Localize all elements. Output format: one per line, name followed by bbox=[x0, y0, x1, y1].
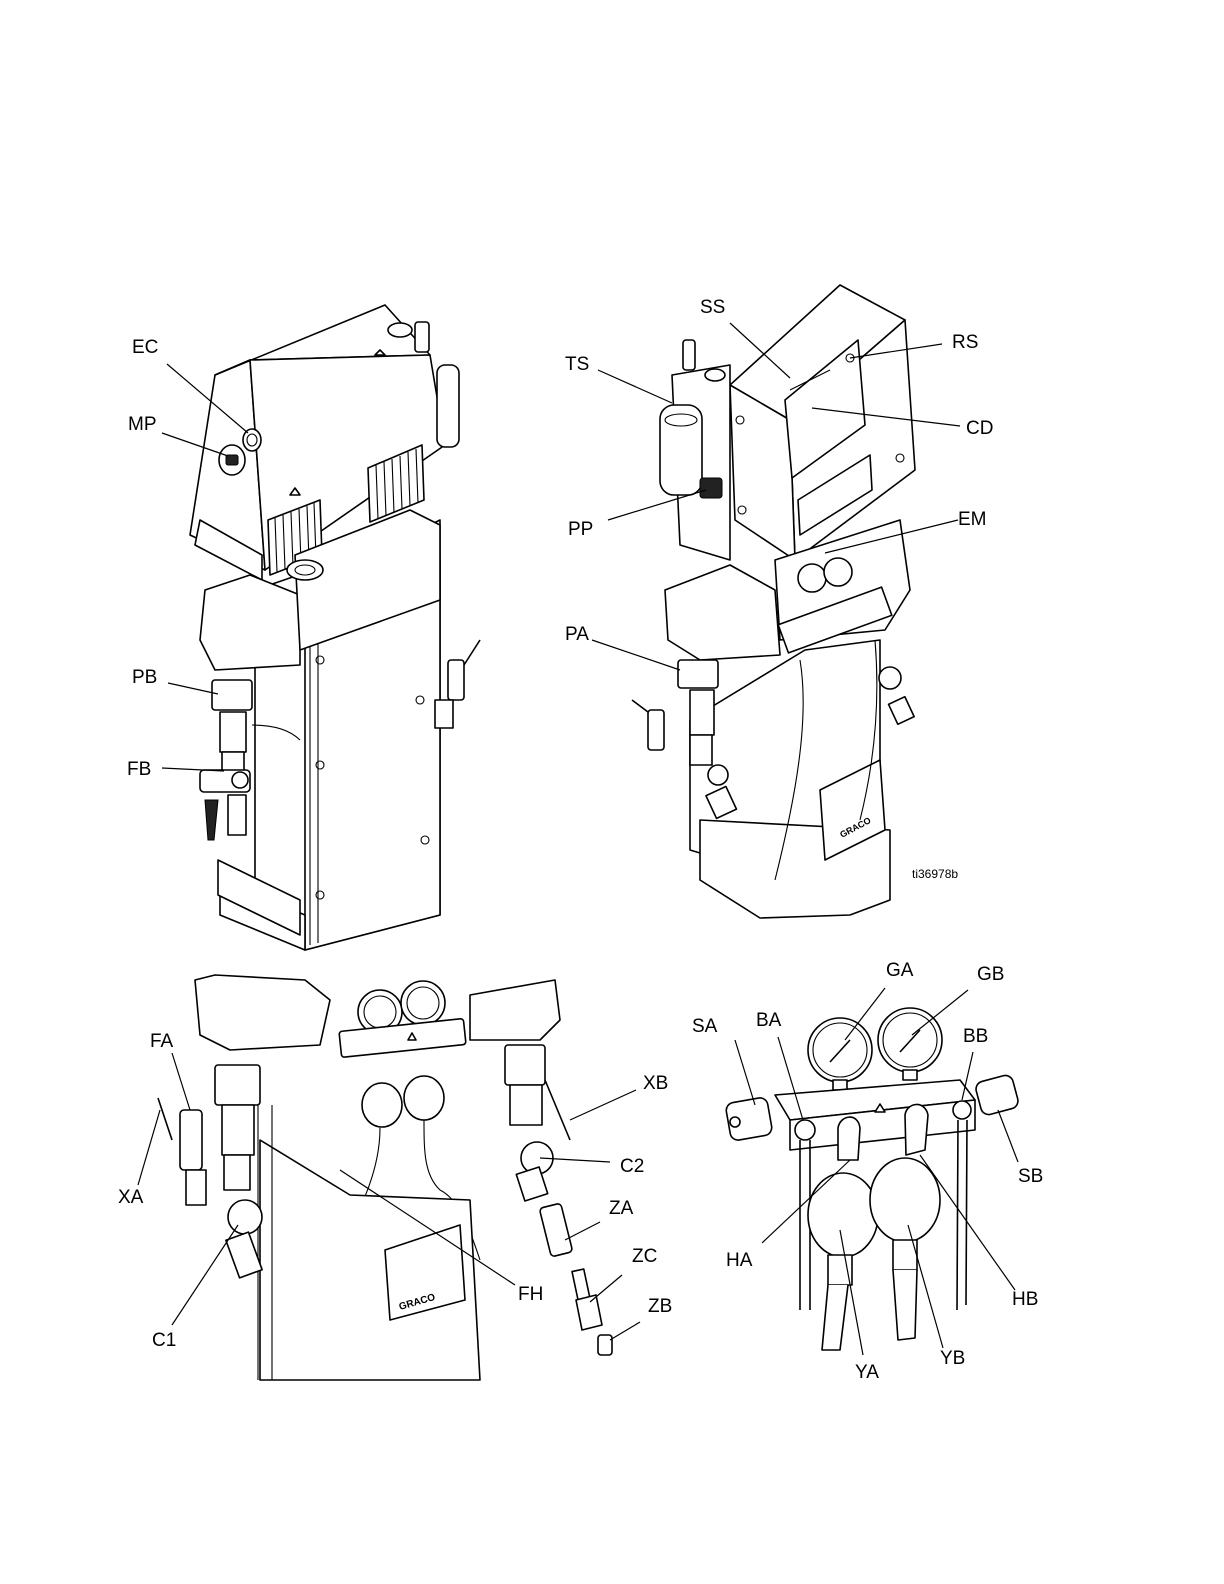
detail-valve-xa bbox=[158, 1098, 206, 1205]
callout-fa: FA bbox=[150, 1031, 174, 1052]
detail-gauge-b bbox=[401, 981, 445, 1025]
detail-gauge-c2 bbox=[516, 1142, 553, 1201]
front-pressure-gauge-b bbox=[879, 667, 914, 724]
valve-sb-icon bbox=[974, 1074, 1020, 1117]
figure-id: ti36978b bbox=[912, 867, 958, 881]
detail-pump-a bbox=[215, 1065, 260, 1190]
fluid-detail-view: GRACO bbox=[158, 975, 612, 1380]
callout-sa: SA bbox=[692, 1016, 718, 1037]
callout-bb: BB bbox=[963, 1026, 988, 1047]
rear-inlet-valve bbox=[435, 640, 480, 728]
filter-plug-icon bbox=[598, 1335, 612, 1355]
hose-fitting-ha-icon bbox=[838, 1117, 860, 1160]
callout-c2: C2 bbox=[620, 1156, 644, 1177]
manifold-detail-view bbox=[725, 1008, 1020, 1350]
strainer-screen-icon bbox=[539, 1203, 572, 1257]
callout-sb: SB bbox=[1018, 1166, 1043, 1187]
rear-filter-b bbox=[200, 770, 250, 840]
callout-ba: BA bbox=[756, 1010, 782, 1031]
valve-sa-icon bbox=[725, 1097, 773, 1142]
heater-ya-icon bbox=[808, 1173, 878, 1350]
callout-zc: ZC bbox=[632, 1246, 657, 1267]
callout-zb: ZB bbox=[648, 1296, 672, 1317]
callout-cd: CD bbox=[966, 418, 993, 439]
callout-fb: FB bbox=[127, 759, 151, 780]
callout-ha: HA bbox=[726, 1250, 753, 1271]
main-power-switch-icon bbox=[219, 445, 245, 475]
callout-pp: PP bbox=[568, 519, 593, 540]
rear-view bbox=[190, 305, 480, 950]
gauge-a-icon bbox=[808, 1018, 872, 1090]
pressure-port-icon bbox=[700, 478, 722, 498]
callout-mp: MP bbox=[128, 414, 157, 435]
temperature-sensor-icon bbox=[660, 405, 702, 495]
callout-yb: YB bbox=[940, 1348, 965, 1369]
callout-fh: FH bbox=[518, 1284, 543, 1305]
control-box bbox=[730, 285, 915, 560]
detail-gauge-c1 bbox=[226, 1200, 262, 1278]
cable-gland-icon bbox=[243, 429, 261, 451]
callout-c1: C1 bbox=[152, 1330, 176, 1351]
callout-ec: EC bbox=[132, 337, 158, 358]
callout-hb: HB bbox=[1012, 1289, 1038, 1310]
callout-pb: PB bbox=[132, 667, 157, 688]
heater-yb-icon bbox=[870, 1158, 940, 1340]
callout-pa: PA bbox=[565, 624, 589, 645]
detail-pump-b bbox=[505, 1045, 570, 1140]
callout-ss: SS bbox=[700, 297, 725, 318]
front-pump-a bbox=[678, 660, 718, 765]
callout-gb: GB bbox=[977, 964, 1004, 985]
callout-em: EM bbox=[958, 509, 987, 530]
callout-ya: YA bbox=[855, 1362, 879, 1383]
callout-ga: GA bbox=[886, 960, 914, 981]
callout-xb: XB bbox=[643, 1073, 668, 1094]
callout-xa: XA bbox=[118, 1187, 144, 1208]
callout-rs: RS bbox=[952, 332, 978, 353]
callout-za: ZA bbox=[609, 1198, 634, 1219]
callout-ts: TS bbox=[565, 354, 589, 375]
front-view: GRACO bbox=[632, 285, 915, 918]
filter-cap-icon bbox=[572, 1269, 602, 1330]
hose-fitting-hb-icon bbox=[905, 1104, 928, 1155]
